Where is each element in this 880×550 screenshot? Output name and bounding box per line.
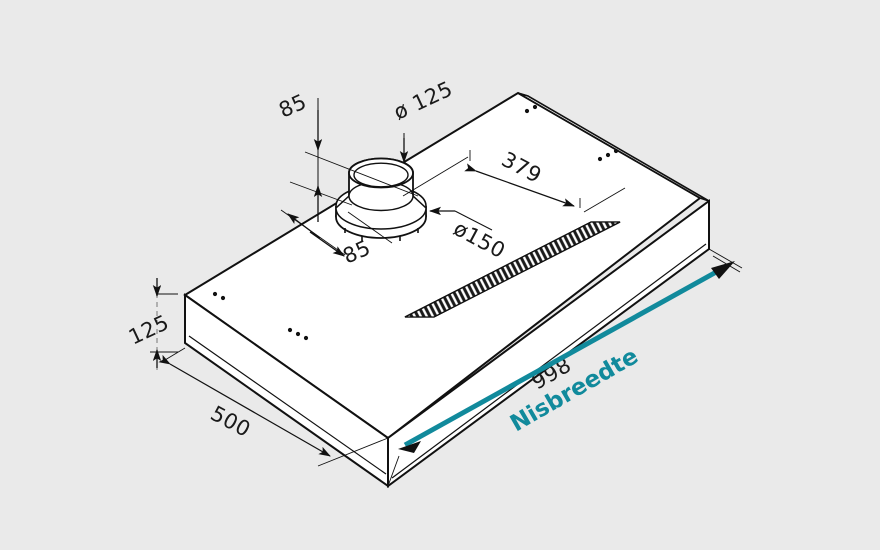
- duct-opening-inner: [353, 162, 409, 188]
- duct-collar: [335, 157, 427, 241]
- hood-back-edge-highlight: [517, 92, 529, 97]
- flange-tabs: [344, 228, 419, 241]
- niche-arrowhead-right: [711, 261, 735, 279]
- niche-arrowhead-left: [398, 441, 421, 453]
- hood-seam-line-1: [391, 243, 707, 479]
- screw-dots: [212, 104, 619, 341]
- niche-width-arrow-line: [403, 263, 729, 448]
